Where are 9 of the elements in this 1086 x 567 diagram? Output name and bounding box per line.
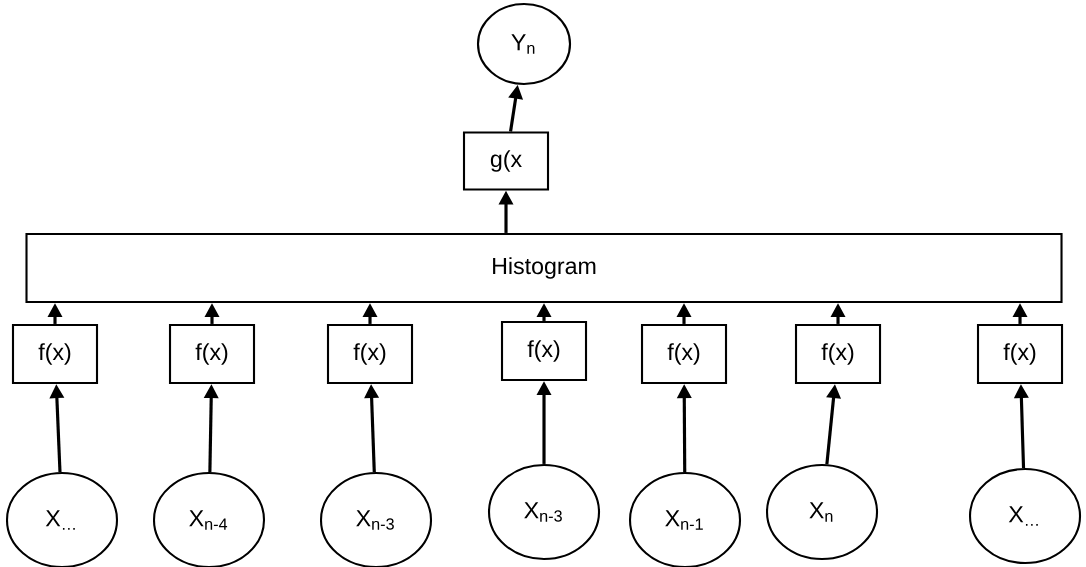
function-box: f(x) [500, 320, 588, 382]
function-box: g(x [462, 131, 550, 191]
histogram-box: Histogram [25, 232, 1063, 304]
function-box: f(x) [794, 323, 882, 385]
function-box: f(x) [11, 323, 99, 385]
function-box: f(x) [976, 323, 1064, 385]
function-box: f(x) [168, 323, 256, 385]
function-box: f(x) [326, 323, 414, 385]
function-box: f(x) [640, 323, 728, 385]
